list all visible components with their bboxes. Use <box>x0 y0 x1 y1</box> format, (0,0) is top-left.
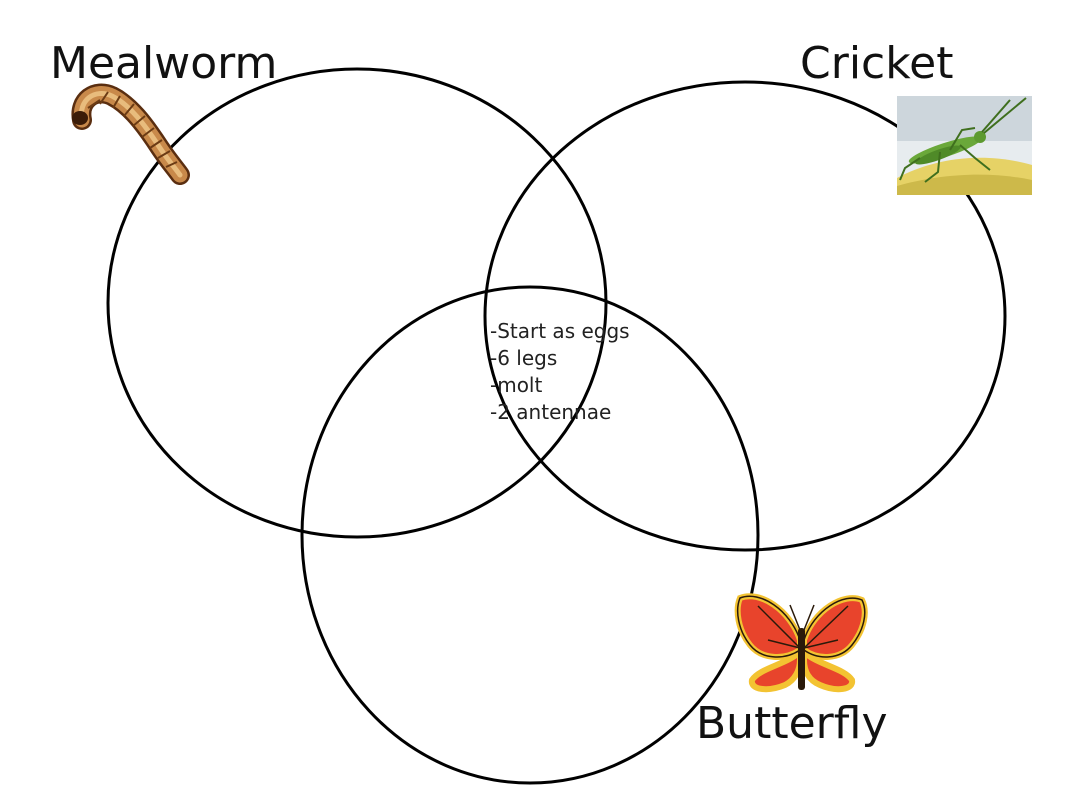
mealworm-picture <box>71 83 190 185</box>
butterfly-label: Butterfly <box>696 698 888 749</box>
shared-trait-item: -6 legs <box>490 346 558 370</box>
mealworm-label: Mealworm <box>50 38 278 89</box>
shared-trait-item: -2 antennae <box>490 400 612 424</box>
butterfly-illustration <box>734 593 868 693</box>
cricket-circle <box>483 80 1007 552</box>
shared-traits-list: -Start as eggs -6 legs -molt -2 antennae <box>490 318 630 426</box>
mealworm-circle <box>106 67 608 539</box>
cricket-photo <box>897 96 1032 195</box>
cricket-label: Cricket <box>800 38 954 89</box>
butterfly-circle <box>300 285 760 785</box>
shared-trait-item: -molt <box>490 373 543 397</box>
shared-trait-item: -Start as eggs <box>490 319 630 343</box>
